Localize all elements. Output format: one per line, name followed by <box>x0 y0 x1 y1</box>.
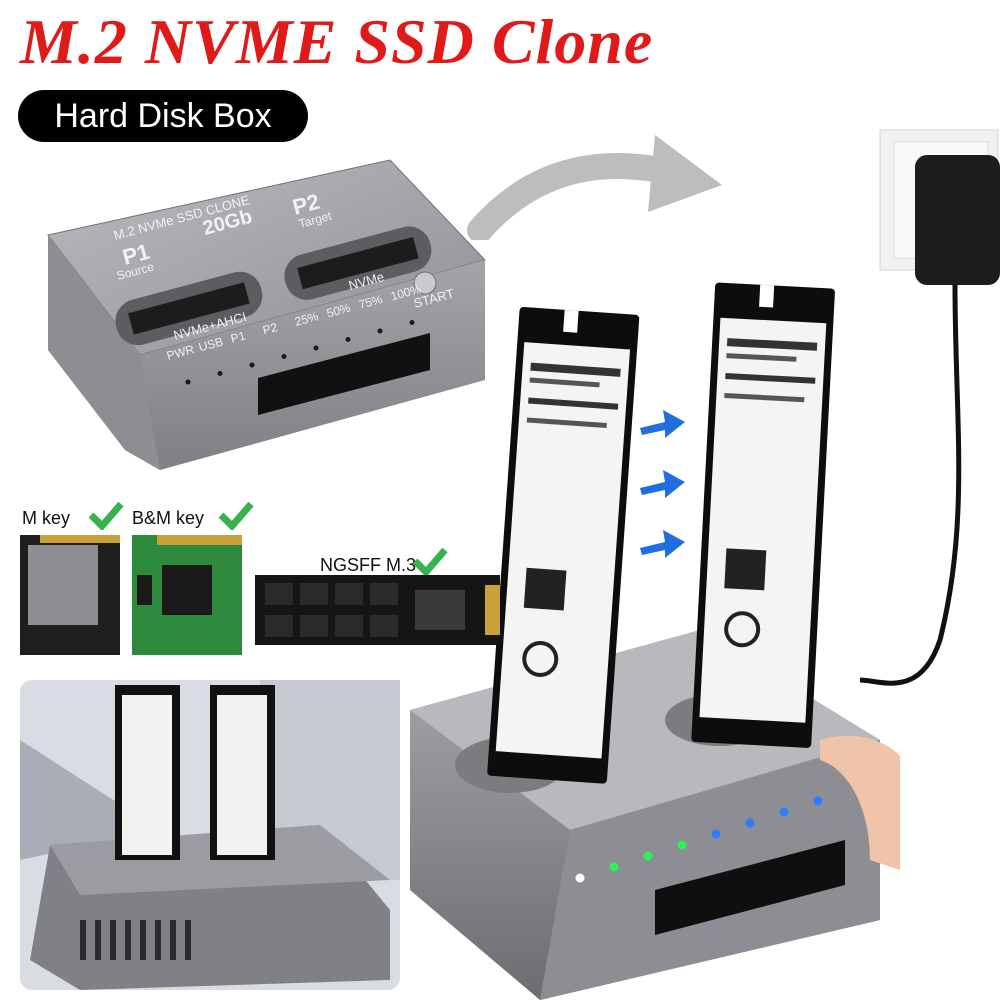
compat-label-m-key: M key <box>22 508 71 528</box>
indicator-led <box>345 337 351 342</box>
power-adapter-cable <box>860 129 1000 686</box>
indicator-led <box>217 371 223 376</box>
copy-direction-arrows <box>640 410 685 558</box>
indicator-led <box>281 354 287 359</box>
compatibility-section: M key B&M key NGSFF M.3 <box>20 500 500 660</box>
indicator-led <box>409 320 415 325</box>
curved-arrow-icon <box>467 135 722 240</box>
indicator-led <box>377 328 383 334</box>
clone-dock-with-ssds <box>410 282 900 1000</box>
status-led <box>745 818 755 828</box>
status-led <box>779 807 789 817</box>
indicator-led <box>185 379 191 385</box>
check-icon <box>218 501 254 530</box>
bm-key-ssd-image <box>132 535 242 655</box>
usage-photo <box>20 680 400 990</box>
compat-label-bm-key: B&M key <box>132 508 205 528</box>
m-key-ssd-image <box>20 535 120 655</box>
page-title: M.2 NVME SSD Clone <box>20 6 654 77</box>
check-icon <box>412 547 448 576</box>
indicator-label: 75% <box>357 292 384 312</box>
clone-dock-top-view: M.2 NVMe SSD CLONE 20Gb P1 Source P2 Tar… <box>47 159 486 470</box>
status-led <box>813 796 823 806</box>
check-icon <box>88 501 124 530</box>
status-led <box>575 873 585 883</box>
status-led <box>643 851 653 861</box>
ngsff-ssd-image <box>255 575 500 645</box>
indicator-label: 50% <box>325 301 352 321</box>
subtitle-pill: Hard Disk Box <box>18 90 308 142</box>
indicator-label: P1 <box>229 328 247 345</box>
status-led <box>677 840 687 850</box>
indicator-led <box>313 345 319 351</box>
indicator-label: P2 <box>261 320 279 337</box>
status-led <box>711 829 721 839</box>
status-led <box>609 862 619 872</box>
indicator-label: 25% <box>293 309 320 329</box>
indicator-led <box>249 362 255 368</box>
start-button[interactable] <box>413 271 437 295</box>
compat-label-ngsff: NGSFF M.3 <box>320 555 417 575</box>
indicator-label: USB <box>197 334 224 354</box>
